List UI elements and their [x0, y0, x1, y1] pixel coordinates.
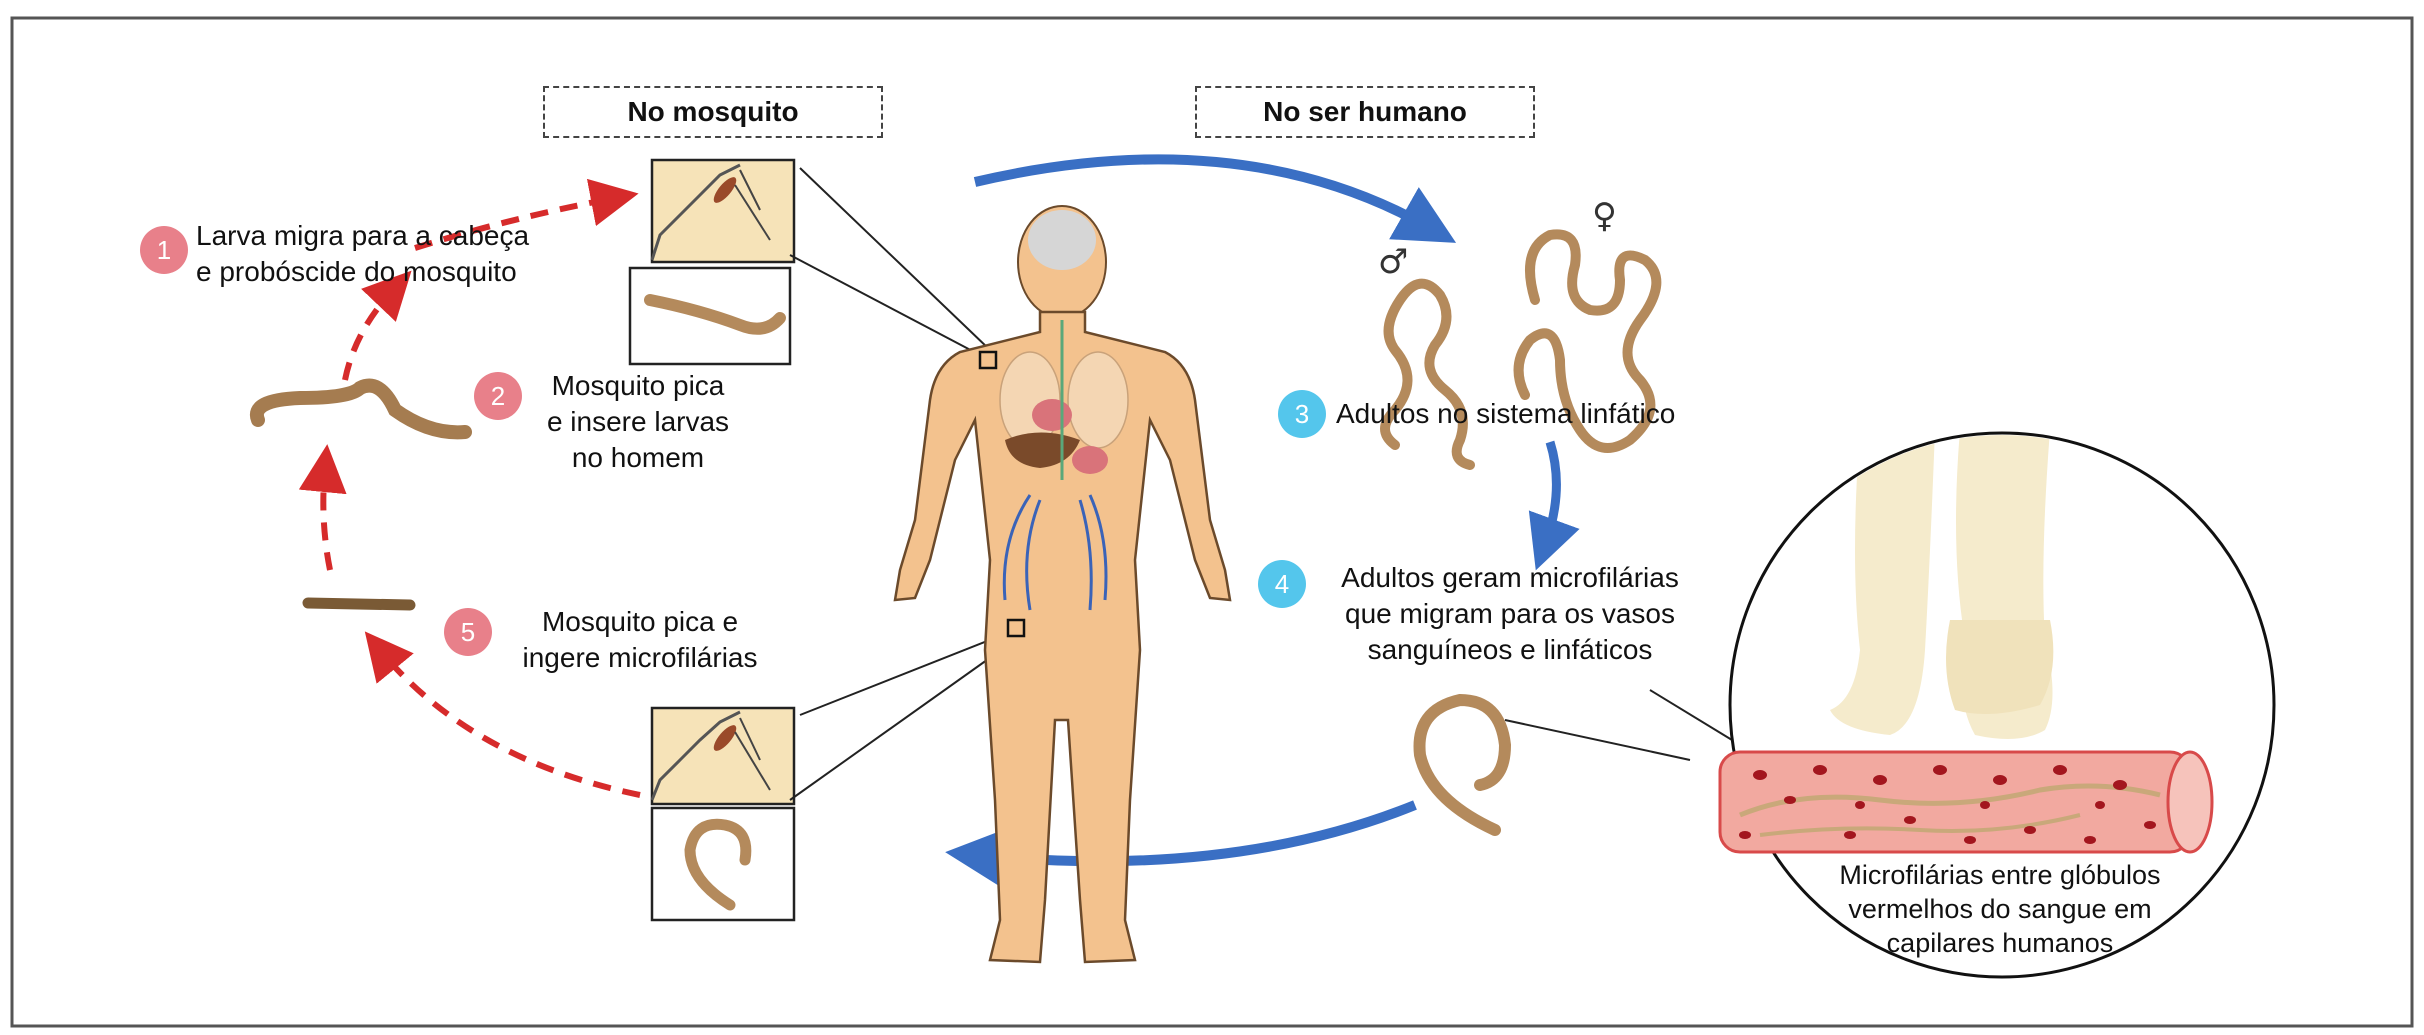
header-human: No ser humano: [1195, 86, 1535, 138]
arrow-larva-to-step1: [342, 270, 412, 381]
step-4-badge: 4: [1258, 560, 1306, 608]
microfilaria-small: [302, 597, 416, 611]
arrow-mosquito-to-microfilaria: [364, 631, 641, 798]
arrow-adults-to-microfilariae: [1528, 440, 1580, 571]
step-1-badge: 1: [140, 226, 188, 274]
frame-border: [10, 16, 2414, 1028]
step-3-badge: 3: [1278, 390, 1326, 438]
step-3-label: Adultos no sistema linfático: [1336, 398, 1676, 429]
human-figure: [893, 205, 1232, 964]
step-2-badge: 2: [474, 372, 522, 420]
arrow-step1-to-mosquito: [414, 178, 639, 251]
larva-illustration: [250, 378, 472, 440]
arrow-microfilaria-to-larva: [298, 444, 347, 571]
microfilaria-curl: [1413, 693, 1512, 836]
female-symbol: ♀: [1592, 196, 1617, 236]
mosquito-box-top: [628, 158, 991, 366]
header-mosquito: No mosquito: [543, 86, 883, 138]
mosquito-box-bottom: [650, 629, 1016, 922]
inset-circle: [1718, 431, 2276, 979]
step-5-badge: 5: [444, 608, 492, 656]
arrow-mosquito-to-human: [973, 154, 1457, 243]
female-worm: [1513, 229, 1662, 453]
male-worm: [1380, 278, 1475, 470]
male-symbol: ♂: [1378, 242, 1409, 282]
